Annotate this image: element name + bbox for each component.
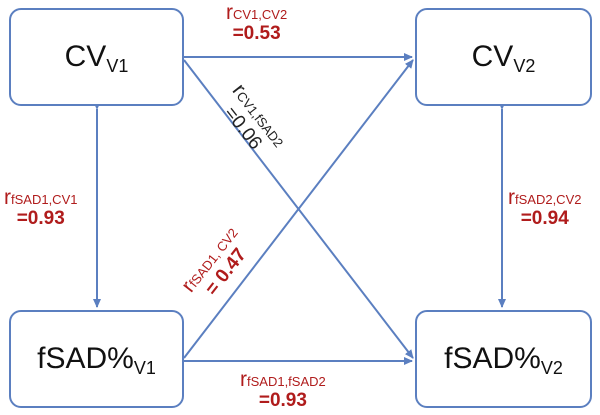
label-fsad1-fsad2-r: r [240, 368, 247, 391]
label-fsad1-cv1-sub: fSAD1,CV1 [11, 192, 78, 207]
node-fsad-v2-main: fSAD% [444, 342, 541, 375]
label-cv1-cv2: rCV1,CV2 =0.53 [226, 1, 288, 45]
label-cv1-cv2-r: r [226, 1, 233, 24]
label-fsad1-fsad2-value: =0.93 [258, 390, 307, 412]
node-fsad-v1: fSAD%V1 [9, 310, 184, 408]
node-cv-v2-sub: V2 [513, 55, 536, 76]
label-fsad1-fsad2-sub: fSAD1,fSAD2 [247, 374, 326, 389]
node-cv-v1-main: CV [64, 40, 107, 73]
node-fsad-v2: fSAD%V2 [415, 310, 592, 408]
node-fsad-v2-sub: V2 [540, 357, 563, 378]
label-cv1-cv2-sub: CV1,CV2 [233, 7, 288, 22]
label-fsad1-cv1-r: r [4, 186, 11, 209]
label-fsad2-cv2: rfSAD2,CV2 =0.94 [508, 186, 582, 230]
label-cv1-cv2-value: =0.53 [232, 23, 281, 45]
label-fsad1-fsad2: rfSAD1,fSAD2 =0.93 [240, 368, 326, 412]
node-fsad-v1-sub: V1 [133, 357, 156, 378]
label-fsad1-cv1: rfSAD1,CV1 =0.93 [4, 186, 78, 230]
label-fsad2-cv2-r: r [508, 186, 515, 209]
node-cv-v2-main: CV [471, 40, 514, 73]
arrow-fsad1-to-cv2 [183, 59, 414, 359]
label-fsad1-cv1-value: =0.93 [16, 208, 65, 230]
label-fsad2-cv2-sub: fSAD2,CV2 [515, 192, 582, 207]
node-cv-v1-sub: V1 [106, 55, 129, 76]
node-fsad-v1-main: fSAD% [37, 342, 134, 375]
label-fsad2-cv2-value: =0.94 [520, 208, 569, 230]
